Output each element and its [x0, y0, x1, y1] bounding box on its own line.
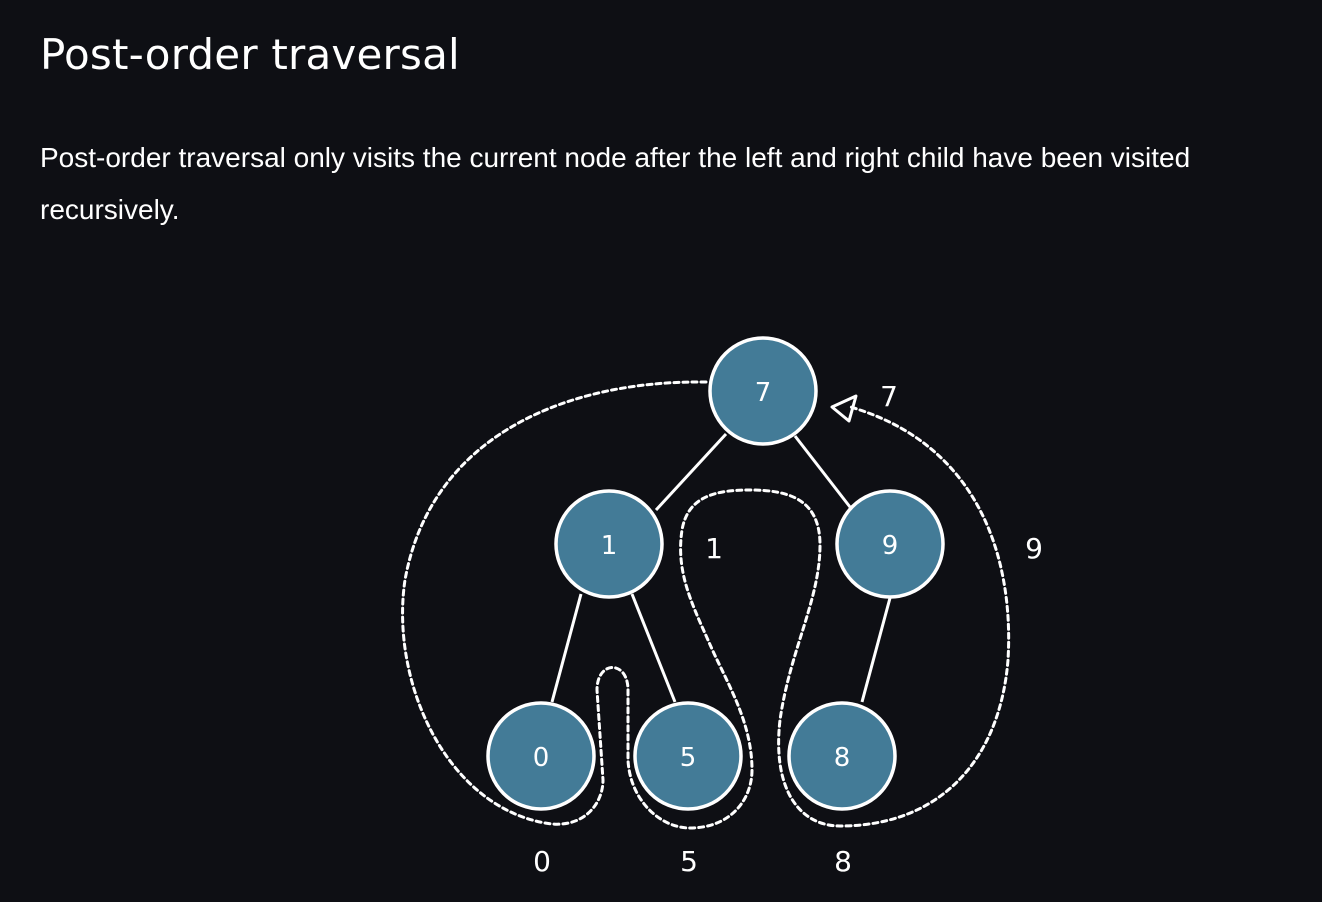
description-text: Post-order traversal only visits the cur…	[40, 142, 1191, 225]
traversal-arrow-head	[830, 394, 858, 423]
visit-order-labels: 0 5 8 1 9 7	[533, 380, 1043, 878]
visit-label-0: 0	[533, 845, 551, 878]
edge-1-0	[550, 593, 583, 703]
edge-1-5	[630, 593, 677, 703]
node-label-1: 1	[601, 531, 618, 561]
tree-node-0: 0	[486, 701, 596, 811]
visit-label-9: 9	[1025, 532, 1043, 565]
tree-node-5: 5	[633, 701, 743, 811]
tree-node-7: 7	[708, 336, 818, 446]
edge-7-1	[654, 432, 728, 512]
visit-label-5: 5	[680, 845, 698, 878]
edge-7-9	[793, 435, 852, 508]
tree-node-1: 1	[554, 489, 664, 599]
visit-label-1: 1	[705, 532, 723, 565]
node-label-0: 0	[533, 743, 550, 773]
tree-node-8: 8	[787, 701, 897, 811]
tree-node-9: 9	[835, 489, 945, 599]
tree-edges	[550, 432, 892, 703]
node-label-7: 7	[755, 378, 772, 408]
edge-9-8	[860, 597, 892, 703]
visit-label-8: 8	[834, 845, 852, 878]
node-label-5: 5	[680, 743, 697, 773]
traversal-dashed-line	[401, 380, 1011, 830]
traversal-path	[401, 380, 1011, 830]
tree-nodes: 7 1 9 0 5 8	[486, 336, 945, 811]
page-title: Post-order traversal	[40, 30, 460, 79]
visit-label-7: 7	[880, 380, 898, 413]
node-label-9: 9	[882, 531, 899, 561]
node-label-8: 8	[834, 743, 851, 773]
